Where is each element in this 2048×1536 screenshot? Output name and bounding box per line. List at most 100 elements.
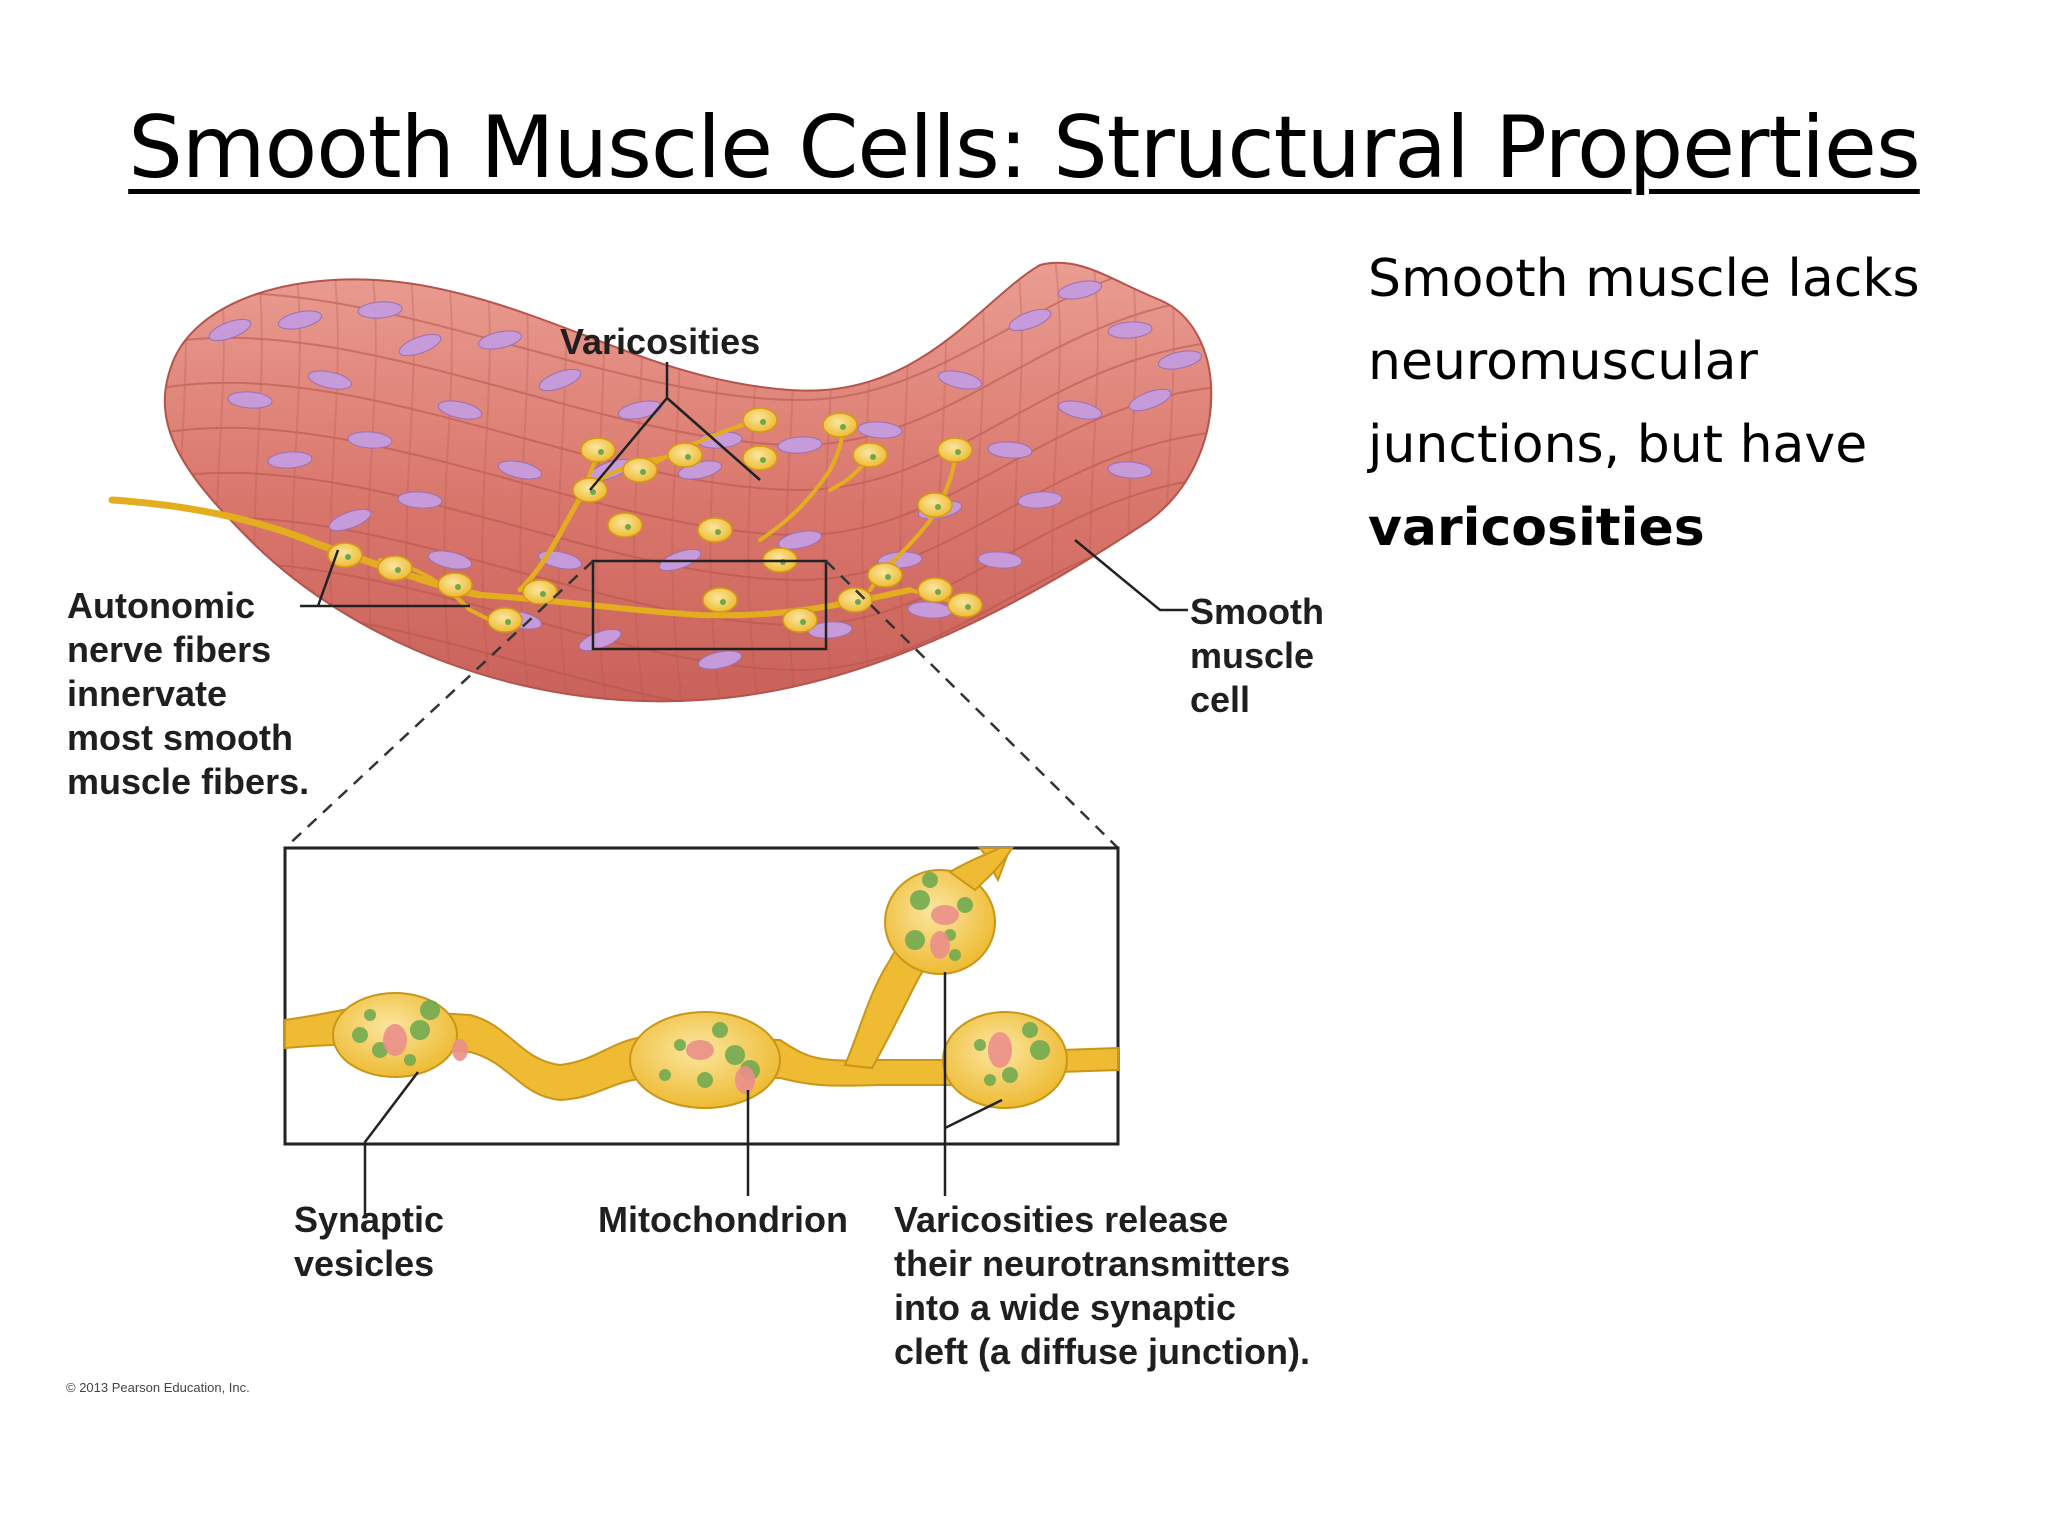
- synaptic-vesicle: [674, 1039, 686, 1051]
- synaptic-vesicle: [352, 1027, 368, 1043]
- cell-nucleus: [937, 370, 983, 390]
- synaptic-vesicle: [1002, 1067, 1018, 1083]
- mitochondrion: [735, 1066, 755, 1094]
- synaptic-vesicle: [1022, 1022, 1038, 1038]
- label-varicosities: Varicosities: [560, 321, 761, 362]
- cell-nucleus: [1057, 280, 1103, 300]
- vesicle-dot: [395, 567, 401, 573]
- mitochondrion: [931, 905, 959, 925]
- vesicle-dot: [455, 584, 461, 590]
- varicosity: [702, 587, 738, 613]
- cell-nucleus: [427, 550, 473, 570]
- zoom-line-left: [284, 560, 594, 849]
- vesicle-dot: [598, 449, 604, 455]
- synaptic-vesicle: [364, 1009, 376, 1021]
- synaptic-vesicle: [905, 930, 925, 950]
- varicosity: [937, 437, 973, 463]
- varicosity: [437, 572, 473, 598]
- cell-nucleus: [987, 441, 1033, 459]
- label-varicosities-release: Varicosities release their neurotransmit…: [894, 1199, 1311, 1372]
- cell-nucleus: [578, 628, 622, 652]
- cell-nucleus: [1128, 388, 1172, 412]
- muscle-cell-boundary: [164, 384, 1212, 537]
- synaptic-vesicle: [949, 949, 961, 961]
- synaptic-vesicle: [1030, 1040, 1050, 1060]
- varicosity: [487, 607, 523, 633]
- leader-varicosities-release: [943, 972, 1003, 1196]
- synaptic-vesicle: [404, 1054, 416, 1066]
- inset-varicosity: [629, 1011, 781, 1109]
- label-autonomic-nerve-fibers: Autonomic nerve fibers innervate most sm…: [67, 585, 310, 802]
- side-text-bold: varicosities: [1368, 498, 1705, 558]
- muscle-cell-boundary: [164, 339, 1212, 492]
- synaptic-vesicle: [910, 890, 930, 910]
- vesicle-dot: [855, 599, 861, 605]
- mitochondrion: [930, 931, 950, 959]
- mitochondrion: [452, 1039, 468, 1061]
- cell-nucleus: [347, 431, 393, 449]
- varicosity: [377, 555, 413, 581]
- muscle-cell-boundary: [481, 262, 495, 702]
- label-smooth-muscle-cell: Smooth muscle cell: [1190, 591, 1324, 720]
- muscle-cell-boundary: [164, 429, 1212, 582]
- cell-nucleus: [1008, 308, 1052, 332]
- vesicle-dot: [345, 554, 351, 560]
- cell-nucleus: [807, 621, 853, 639]
- vesicle-dot: [505, 619, 511, 625]
- vesicle-dot: [640, 469, 646, 475]
- leader-smooth-cell: [1074, 539, 1188, 612]
- vesicle-dot: [935, 504, 941, 510]
- mitochondrion: [383, 1024, 407, 1056]
- zoom-box: [591, 559, 828, 651]
- band-varicosities: [327, 407, 983, 633]
- synaptic-vesicle: [725, 1045, 745, 1065]
- varicosity: [622, 457, 658, 483]
- mitochondrion: [988, 1032, 1012, 1068]
- cell-nucleus: [437, 400, 483, 420]
- side-text-line: neuromuscular: [1368, 332, 1758, 392]
- cell-nucleus: [397, 491, 443, 509]
- vesicle-dot: [935, 589, 941, 595]
- cell-nucleus: [208, 318, 252, 342]
- synaptic-vesicle: [974, 1039, 986, 1051]
- varicosity: [667, 442, 703, 468]
- synaptic-vesicle: [984, 1074, 996, 1086]
- slide-title: Smooth Muscle Cells: Structural Properti…: [128, 98, 1921, 198]
- varicosity: [852, 442, 888, 468]
- cell-nucleus: [357, 301, 403, 319]
- vesicle-dot: [540, 591, 546, 597]
- synaptic-vesicle: [410, 1020, 430, 1040]
- synaptic-vesicle: [957, 897, 973, 913]
- muscle-cell-boundary: [405, 262, 419, 702]
- cell-nucleus: [777, 436, 823, 454]
- varicosity: [867, 562, 903, 588]
- varicosity: [917, 492, 953, 518]
- cell-nucleus: [398, 333, 442, 357]
- varicosity: [697, 517, 733, 543]
- cell-nucleus: [1057, 400, 1103, 420]
- cell-nucleus: [277, 310, 323, 330]
- varicosity: [782, 607, 818, 633]
- label-mitochondrion: Mitochondrion: [598, 1199, 848, 1240]
- mitochondrion: [686, 1040, 714, 1060]
- label-synaptic-vesicles: Synaptic vesicles: [294, 1199, 445, 1284]
- muscle-cell-boundary: [164, 519, 1212, 672]
- copyright-notice: © 2013 Pearson Education, Inc.: [66, 1380, 250, 1395]
- vesicle-dot: [760, 457, 766, 463]
- vesicle-dot: [685, 454, 691, 460]
- vesicle-dot: [800, 619, 806, 625]
- cell-nucleus: [697, 650, 743, 670]
- vesicle-dot: [870, 454, 876, 460]
- muscle-cell-boundary: [443, 262, 457, 702]
- varicosity: [837, 587, 873, 613]
- leader-varicosities: [589, 362, 761, 491]
- cell-nucleus: [977, 551, 1023, 569]
- varicosity: [327, 542, 363, 568]
- vesicle-dot: [965, 604, 971, 610]
- varicosity: [742, 445, 778, 471]
- vesicle-dot: [955, 449, 961, 455]
- vesicle-dot: [625, 524, 631, 530]
- cell-nucleus: [328, 508, 372, 532]
